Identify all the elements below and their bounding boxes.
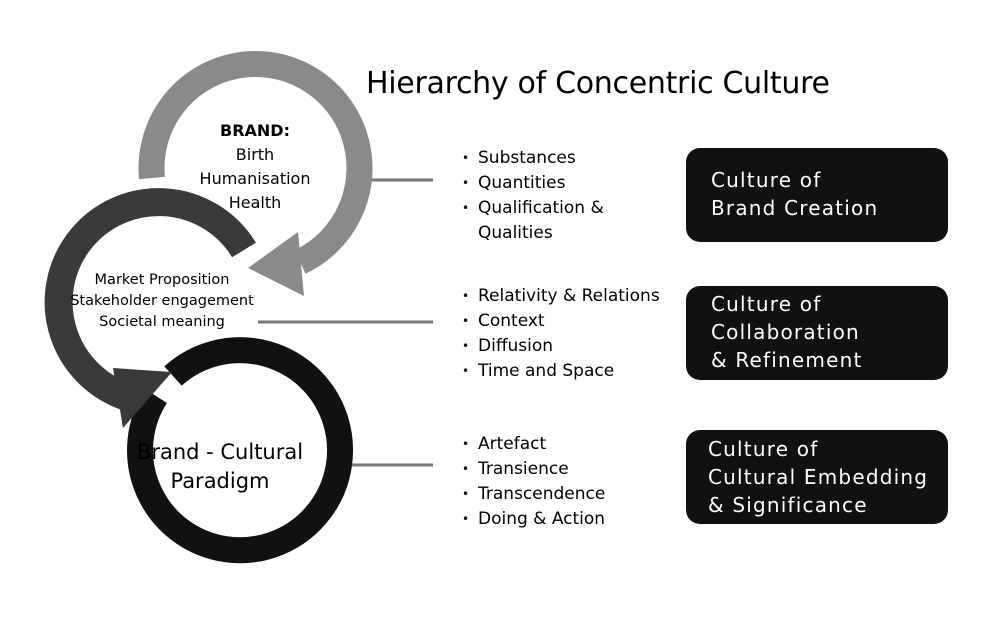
bullet-marker: • bbox=[462, 339, 470, 353]
bullet-item: •Substances bbox=[462, 146, 604, 171]
bullet-item: •Qualification & bbox=[462, 196, 604, 221]
bullet-marker: • bbox=[462, 512, 470, 526]
bullet-item: •Relativity & Relations bbox=[462, 284, 660, 309]
bullet-marker: • bbox=[462, 176, 470, 190]
bullet-marker: • bbox=[462, 151, 470, 165]
bullet-marker: • bbox=[462, 364, 470, 378]
market-line: Stakeholder engagement bbox=[70, 293, 254, 309]
brand-line: Health bbox=[228, 193, 282, 212]
box-line: & Significance bbox=[708, 493, 868, 517]
bullet-item: •Context bbox=[462, 309, 660, 334]
box-line: Culture of bbox=[708, 437, 819, 461]
culture-box-collaboration: Culture of Collaboration & Refinement bbox=[686, 286, 948, 380]
bullet-list-brand: •Substances •Quantities •Qualification &… bbox=[462, 146, 604, 246]
market-line: Societal meaning bbox=[99, 314, 225, 330]
culture-box-embedding: Culture of Cultural Embedding & Signific… bbox=[686, 430, 948, 524]
market-circle-text: Market Proposition Stakeholder engagemen… bbox=[62, 270, 262, 333]
bullet-item: •Transience bbox=[462, 457, 605, 482]
ring-market-arrowhead bbox=[113, 368, 172, 428]
box-line: Culture of bbox=[711, 292, 822, 316]
culture-box-brand-creation: Culture of Brand Creation bbox=[686, 148, 948, 242]
ring-market bbox=[44, 188, 256, 413]
box-line: Brand Creation bbox=[711, 196, 879, 220]
box-line: Culture of bbox=[711, 168, 822, 192]
box-line: Cultural Embedding bbox=[708, 465, 929, 489]
brand-circle-text: BRAND: Birth Humanisation Health bbox=[180, 119, 330, 215]
ring-brand-arrowhead bbox=[248, 232, 304, 296]
bullet-item: •Time and Space bbox=[462, 359, 660, 384]
bullet-item: •Diffusion bbox=[462, 334, 660, 359]
bullet-list-embedding: •Artefact •Transience •Transcendence •Do… bbox=[462, 432, 605, 532]
bullet-item: •Transcendence bbox=[462, 482, 605, 507]
paradigm-line: Brand - Cultural bbox=[136, 440, 304, 464]
ring-paradigm bbox=[127, 337, 354, 564]
bullet-item-continuation: Qualities bbox=[478, 223, 553, 243]
brand-line: Humanisation bbox=[199, 169, 311, 188]
brand-heading: BRAND: bbox=[220, 121, 290, 140]
bullet-marker: • bbox=[462, 462, 470, 476]
box-line: & Refinement bbox=[711, 348, 863, 372]
paradigm-circle-text: Brand - Cultural Paradigm bbox=[120, 438, 320, 496]
market-line: Market Proposition bbox=[94, 272, 230, 288]
bullet-marker: • bbox=[462, 289, 470, 303]
brand-line: Birth bbox=[235, 145, 275, 164]
bullet-marker: • bbox=[462, 314, 470, 328]
bullet-marker: • bbox=[462, 437, 470, 451]
diagram-title: Hierarchy of Concentric Culture bbox=[366, 66, 830, 101]
ring-brand bbox=[138, 51, 373, 274]
bullet-item: •Quantities bbox=[462, 171, 604, 196]
bullet-marker: • bbox=[462, 201, 470, 215]
bullet-item: •Artefact bbox=[462, 432, 605, 457]
bullet-marker: • bbox=[462, 487, 470, 501]
bullet-item: •Doing & Action bbox=[462, 507, 605, 532]
paradigm-line: Paradigm bbox=[170, 469, 270, 493]
bullet-list-collaboration: •Relativity & Relations •Context •Diffus… bbox=[462, 284, 660, 384]
box-line: Collaboration bbox=[711, 320, 860, 344]
